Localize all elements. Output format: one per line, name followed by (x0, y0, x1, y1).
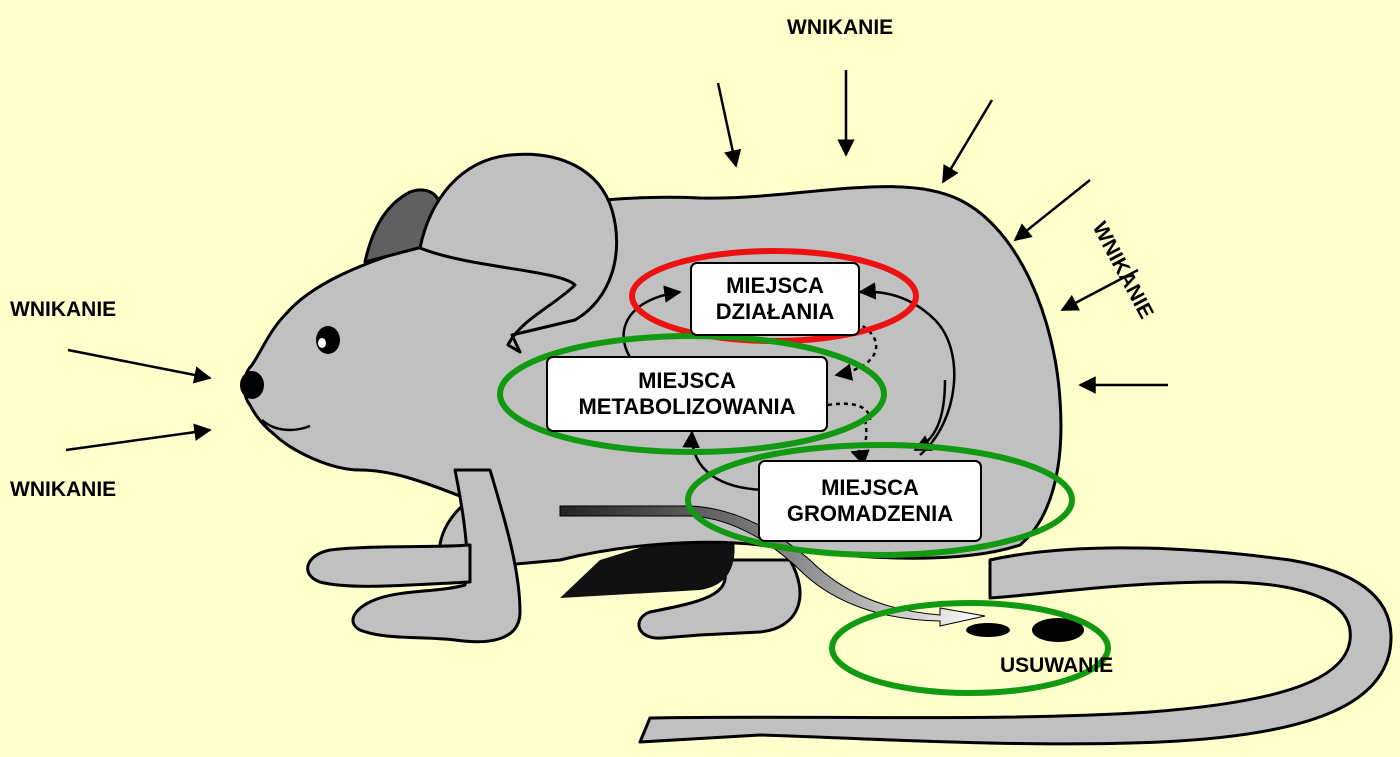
entry-arrow-8 (66, 430, 210, 450)
entry-arrow-7 (68, 350, 210, 378)
action-sites-line2: DZIAŁANIA (716, 299, 835, 325)
eye-highlight (318, 338, 326, 348)
action-sites-box: MIEJSCA DZIAŁANIA (690, 262, 860, 336)
nose (240, 371, 264, 399)
dropping-1 (966, 623, 1010, 637)
entry-label-left-lower: WNIKANIE (10, 478, 116, 502)
entry-arrow-3 (943, 100, 992, 182)
entry-arrow-4 (1015, 180, 1090, 240)
storage-sites-line1: MIEJSCA (821, 475, 919, 501)
action-sites-line1: MIEJSCA (726, 273, 824, 299)
metabolism-sites-line2: METABOLIZOWANIA (578, 394, 795, 420)
entry-label-top: WNIKANIE (787, 16, 893, 40)
metabolism-sites-line1: MIEJSCA (638, 368, 736, 394)
entry-label-left-upper: WNIKANIE (10, 298, 116, 322)
entry-arrow-1 (718, 83, 736, 166)
storage-sites-line2: GROMADZENIA (787, 501, 953, 527)
metabolism-sites-box: MIEJSCA METABOLIZOWANIA (546, 356, 828, 432)
elimination-label: USUWANIE (1000, 654, 1113, 678)
storage-sites-box: MIEJSCA GROMADZENIA (758, 460, 982, 542)
front-paw (308, 545, 470, 586)
